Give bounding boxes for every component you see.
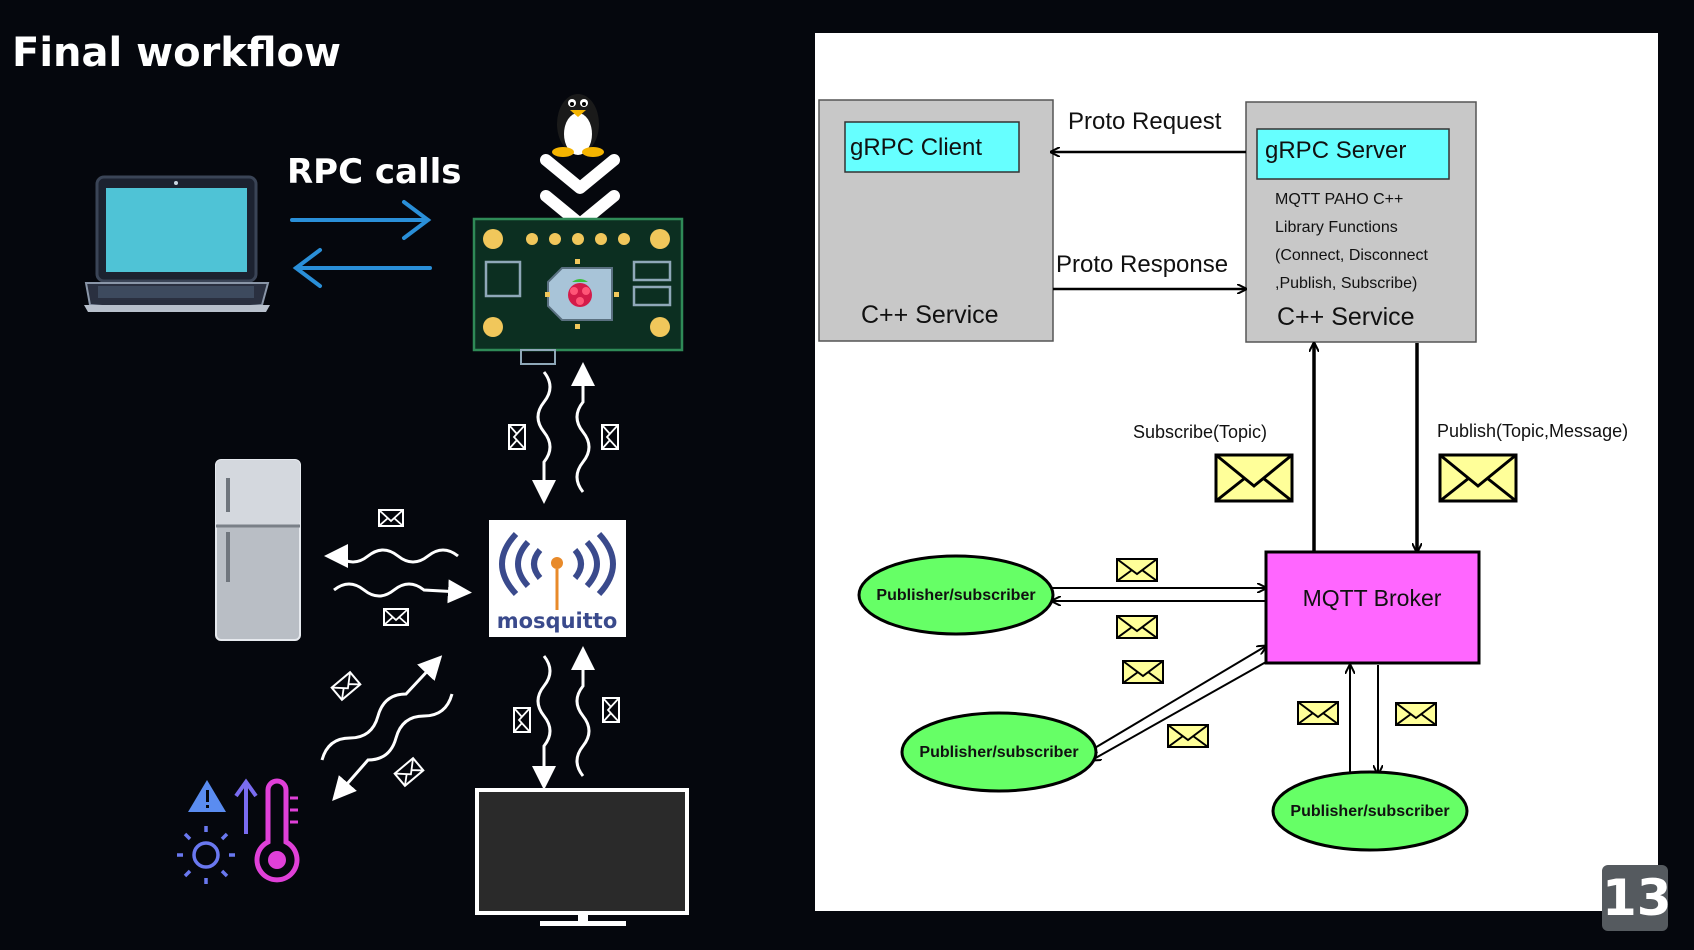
node-label: Publisher/subscriber [1290,803,1449,820]
server-desc-line-2: Library Functions [1275,219,1398,236]
grpc-server-box: gRPC Server MQTT PAHO C++ Library Functi… [1245,101,1477,343]
mosquitto-logo: mosquitto [489,520,626,637]
server-desc-line-3: (Connect, Disconnect [1275,247,1429,264]
wavy-arrows-board-broker [507,362,620,504]
rpc-arrows [290,200,432,288]
linux-tux-icon [552,94,604,157]
grpc-client-box: gRPC Client C++ Service [818,99,1054,342]
workflow-illustration: mosquitto [84,94,689,926]
server-service-label: C++ Service [1277,303,1415,331]
wavy-arrows-fridge-broker [324,508,472,627]
wavy-arrows-sensors-broker [320,655,454,802]
refrigerator-icon [215,459,301,641]
client-service-label: C++ Service [861,301,999,329]
chevron-down-icon [540,154,620,230]
sun-icon [177,826,235,884]
wavy-arrows-broker-tv [512,646,621,790]
envelope-icon [1395,702,1437,726]
envelope-icon [1116,558,1158,582]
subscribe-label: Subscribe(Topic) [1133,422,1267,442]
publish-label: Publish(Topic,Message) [1437,421,1628,441]
envelope-icon [1167,724,1209,748]
subscribe-envelope-icon [1214,453,1294,503]
envelope-icon [1297,701,1339,725]
slide-title: Final workflow [12,30,341,76]
publish-envelope-icon [1438,453,1518,503]
node-label: Publisher/subscriber [919,744,1078,761]
proto-request-label: Proto Request [1068,108,1222,135]
rpc-calls-label: RPC calls [287,152,462,192]
television-icon [475,788,689,926]
envelope-icon [1122,660,1164,684]
node-broker-connectors [1050,588,1378,782]
laptop-icon [84,175,270,312]
mosquitto-label: mosquitto [497,609,618,633]
mqtt-broker-box: MQTT Broker [1264,550,1481,665]
thermometer-icon [254,778,300,883]
grpc-client-title: gRPC Client [850,134,982,161]
grpc-server-title: gRPC Server [1265,137,1406,164]
envelope-icon [1116,615,1158,639]
page-number-badge: 13 [1602,865,1672,931]
publisher-subscriber-node-1: Publisher/subscriber [857,554,1055,636]
publisher-subscriber-node-2: Publisher/subscriber [900,711,1098,793]
warning-icon [188,780,226,812]
proto-response-label: Proto Response [1056,251,1228,278]
up-arrow-icon [234,778,258,834]
grpc-mqtt-architecture-diagram: gRPC Client C++ Service gRPC Server MQTT… [815,33,1658,911]
raspberry-pi-board-icon [472,217,684,365]
server-desc-line-4: ,Publish, Subscribe) [1275,275,1417,292]
server-desc-line-1: MQTT PAHO C++ [1275,191,1403,208]
publisher-subscriber-node-3: Publisher/subscriber [1271,770,1469,852]
node-label: Publisher/subscriber [876,587,1035,604]
mqtt-broker-label: MQTT Broker [1303,585,1442,611]
